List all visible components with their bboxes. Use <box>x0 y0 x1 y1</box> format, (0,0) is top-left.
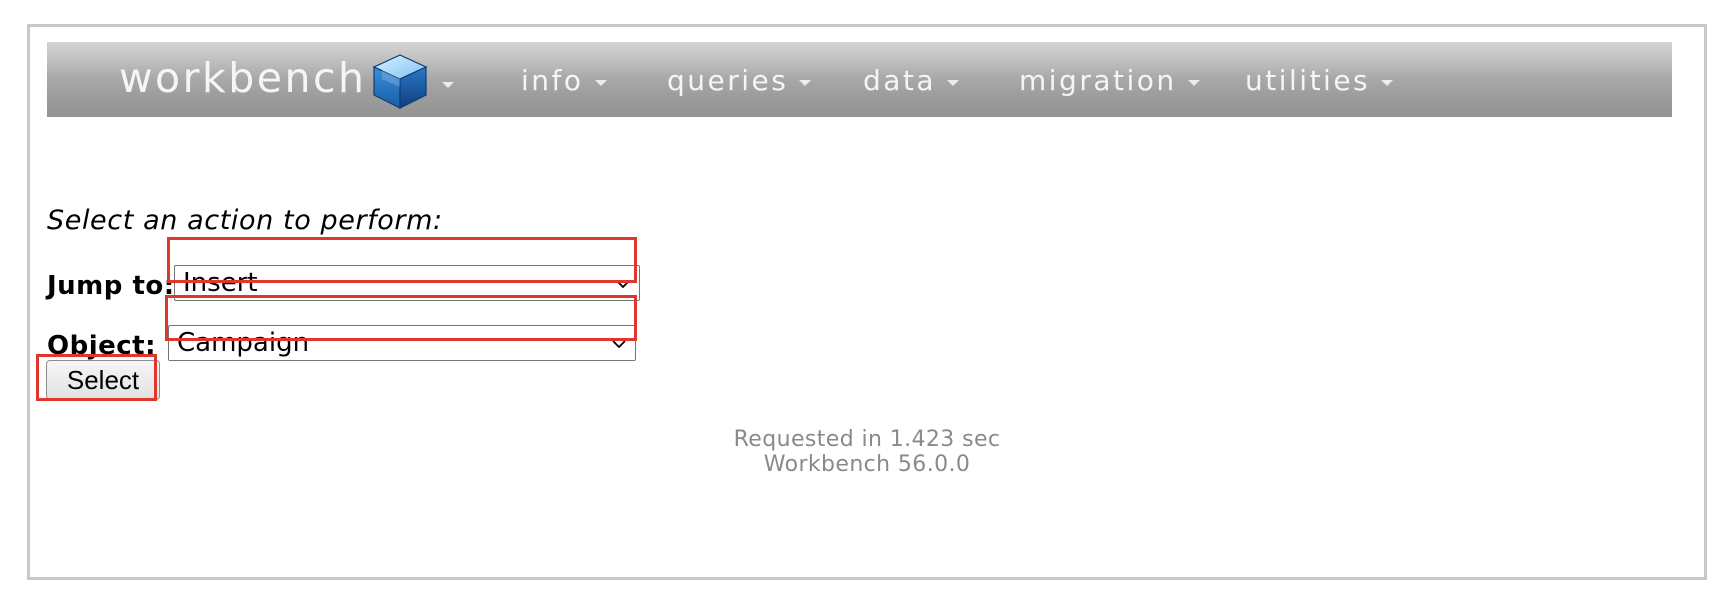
chevron-down-icon <box>612 340 626 349</box>
menu-utilities-label: utilities <box>1245 63 1371 97</box>
object-select[interactable]: Campaign <box>168 325 636 361</box>
object-selected-value: Campaign <box>177 328 310 358</box>
cube-logo-icon <box>373 54 428 109</box>
select-button[interactable]: Select <box>46 360 160 400</box>
brand-logo-text: workbench <box>119 54 367 102</box>
action-prompt: Select an action to perform: <box>47 205 443 236</box>
chevron-down-icon <box>947 80 960 86</box>
jump-to-select[interactable]: Insert <box>174 265 640 301</box>
menu-data-label: data <box>863 63 937 97</box>
chevron-down-icon <box>1187 80 1200 86</box>
menu-migration-label: migration <box>1019 63 1177 97</box>
chevron-down-icon <box>1381 80 1394 86</box>
chevron-down-icon <box>594 80 607 86</box>
page-frame: workbench <box>27 24 1707 580</box>
menu-queries-label: queries <box>667 63 789 97</box>
chevron-down-icon <box>442 82 455 88</box>
jump-to-selected-value: Insert <box>183 268 258 298</box>
menu-queries[interactable]: queries <box>667 63 812 97</box>
request-time-text: Requested in 1.423 sec <box>733 427 1001 452</box>
version-text: Workbench 56.0.0 <box>763 452 971 477</box>
menu-data[interactable]: data <box>863 63 960 97</box>
menu-migration[interactable]: migration <box>1019 63 1200 97</box>
brand-menu[interactable]: workbench <box>119 54 455 109</box>
chevron-down-icon <box>616 280 630 289</box>
object-label: Object: <box>47 331 156 361</box>
menu-utilities[interactable]: utilities <box>1245 63 1394 97</box>
chevron-down-icon <box>799 80 812 86</box>
top-navbar: workbench <box>47 42 1672 117</box>
jump-to-label: Jump to: <box>47 271 175 301</box>
menu-info[interactable]: info <box>521 63 607 97</box>
menu-info-label: info <box>521 63 584 97</box>
